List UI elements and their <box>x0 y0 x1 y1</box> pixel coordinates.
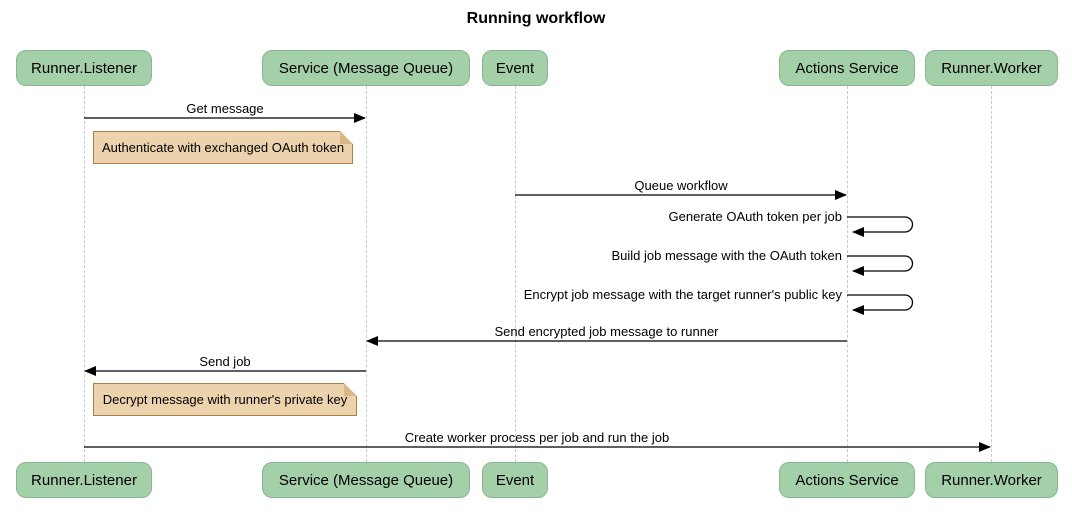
actor-bottom-actions-service: Actions Service <box>779 462 915 498</box>
note-decrypt-private-key: Decrypt message with runner's private ke… <box>93 383 357 416</box>
message-label-build-job-message: Build job message with the OAuth token <box>611 248 842 263</box>
lifeline-runner-listener <box>84 86 85 462</box>
arrow-self-build-job-message <box>847 255 914 276</box>
message-label-send-job: Send job <box>199 354 251 369</box>
lifeline-runner-worker <box>991 86 992 462</box>
message-label-queue-workflow: Queue workflow <box>634 178 728 193</box>
actor-bottom-event: Event <box>482 462 548 498</box>
note-fold-icon <box>344 383 357 396</box>
lifeline-service-message-queue <box>366 86 367 462</box>
actor-top-event: Event <box>482 50 548 86</box>
actor-bottom-runner-worker: Runner.Worker <box>925 462 1058 498</box>
lifeline-actions-service <box>847 86 848 462</box>
message-label-get-message: Get message <box>186 101 264 116</box>
note-fold-icon <box>340 131 353 144</box>
diagram-title: Running workflow <box>466 10 606 27</box>
actor-bottom-runner-listener: Runner.Listener <box>16 462 152 498</box>
note-text: Authenticate with exchanged OAuth token <box>101 140 345 155</box>
message-label-send-encrypted-message: Send encrypted job message to runner <box>494 324 719 339</box>
message-label-create-worker-process: Create worker process per job and run th… <box>404 430 670 445</box>
note-text: Decrypt message with runner's private ke… <box>102 392 348 407</box>
arrow-self-encrypt-job-message <box>847 294 914 315</box>
actor-top-service-message-queue: Service (Message Queue) <box>262 50 470 86</box>
actor-top-runner-worker: Runner.Worker <box>925 50 1058 86</box>
message-label-encrypt-job-message: Encrypt job message with the target runn… <box>523 287 842 302</box>
message-label-generate-oauth-token: Generate OAuth token per job <box>668 209 842 224</box>
lifeline-event <box>515 86 516 462</box>
actor-top-runner-listener: Runner.Listener <box>16 50 152 86</box>
note-authenticate-oauth: Authenticate with exchanged OAuth token <box>93 131 353 164</box>
actor-top-actions-service: Actions Service <box>779 50 915 86</box>
arrow-self-generate-oauth-token <box>847 216 914 237</box>
actor-bottom-service-message-queue: Service (Message Queue) <box>262 462 470 498</box>
